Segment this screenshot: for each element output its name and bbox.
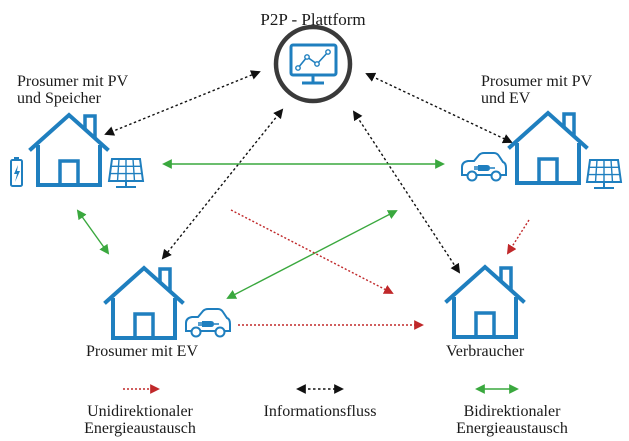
solar-panel-icon xyxy=(108,158,144,188)
unidir-arrow-pvev-consumer xyxy=(506,219,530,255)
info-arrow-platform-ev xyxy=(161,108,284,260)
legend-label-unidirectional: Unidirektionaler Energieaustausch xyxy=(84,403,196,437)
battery-icon xyxy=(10,157,23,187)
node-prosumer-pv-storage xyxy=(10,113,144,188)
solar-panel-icon xyxy=(586,159,622,189)
house-icon xyxy=(508,111,588,185)
info-arrow-platform-pvev xyxy=(365,72,513,144)
electric-car-icon xyxy=(185,308,231,338)
bidir-arrow-pvstorage-ev xyxy=(76,209,110,255)
electric-car-icon xyxy=(461,152,507,182)
house-icon xyxy=(104,266,184,340)
legend-label-bidirectional: Bidirektionaler Energieaustausch xyxy=(456,403,568,437)
unidir-arrow-pvstorage-consumer xyxy=(230,209,394,294)
node-label-prosumer-pv-storage: Prosumer mit PV und Speicher xyxy=(17,73,129,107)
bidir-arrow-ev-pvev xyxy=(226,210,398,299)
house-icon xyxy=(29,113,109,187)
node-prosumer-ev xyxy=(104,266,231,340)
platform-title: P2P - Plattform xyxy=(260,10,366,29)
legend-label-information: Informationsfluss xyxy=(263,403,377,420)
node-label-consumer: Verbraucher xyxy=(446,343,525,360)
node-label-prosumer-pv-ev: Prosumer mit PV und EV xyxy=(481,73,593,107)
node-consumer xyxy=(445,265,525,339)
node-prosumer-pv-ev xyxy=(461,111,622,189)
node-label-prosumer-ev: Prosumer mit EV xyxy=(86,343,198,360)
monitor-chart-icon xyxy=(289,43,338,85)
house-icon xyxy=(445,265,525,339)
platform-node xyxy=(273,24,353,104)
info-arrow-platform-consumer xyxy=(352,110,461,274)
info-arrow-pvstorage-platform xyxy=(104,70,261,136)
